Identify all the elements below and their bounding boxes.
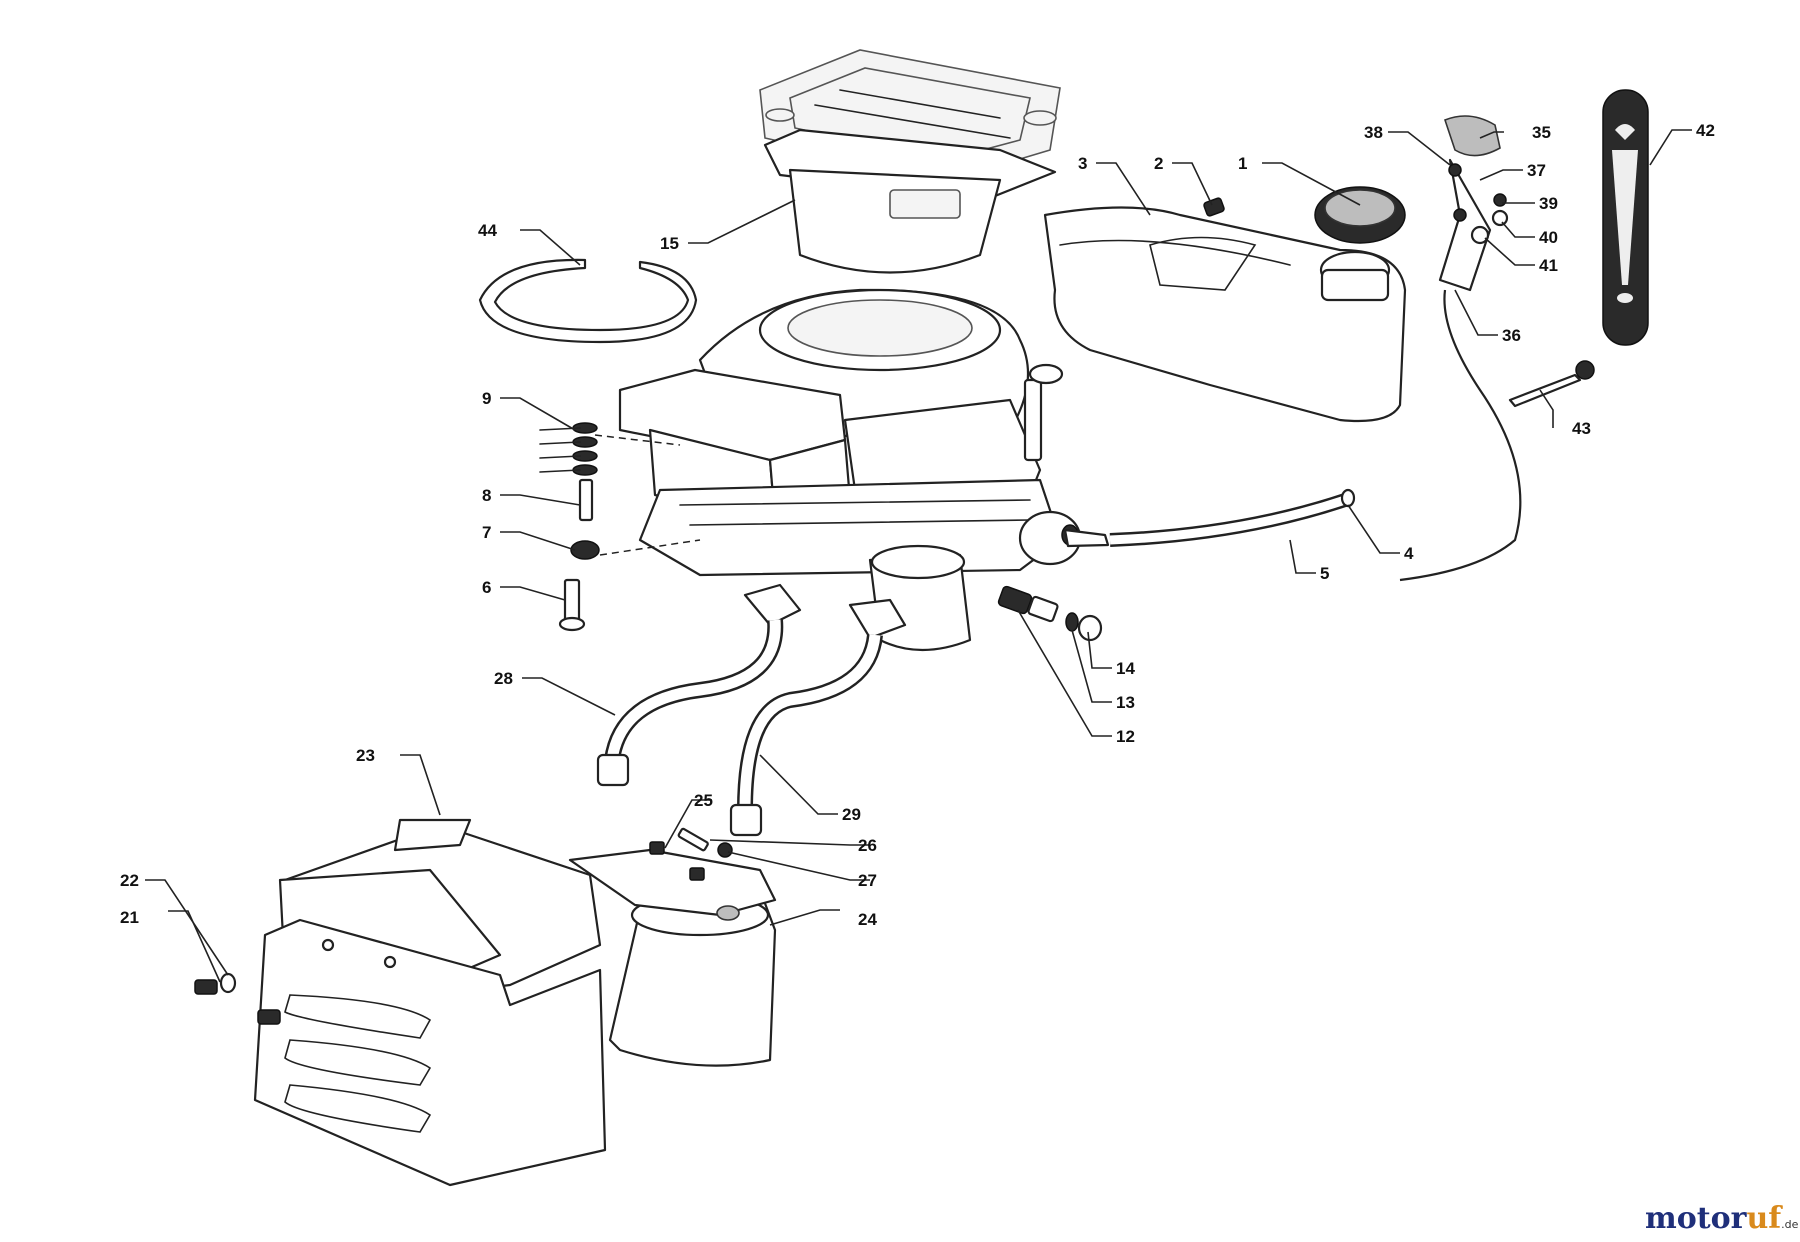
callout-12: 12 [1116, 727, 1135, 746]
exhaust-pipes [596, 619, 883, 837]
svg-text:motoruf.de: motoruf.de [1645, 1201, 1799, 1236]
callout-35: 35 [1532, 123, 1551, 142]
callout-5: 5 [1320, 564, 1329, 583]
drain-fittings [997, 585, 1103, 642]
callout-41: 41 [1539, 256, 1558, 275]
callout-8: 8 [482, 486, 491, 505]
callout-29: 29 [842, 805, 861, 824]
callout-2: 2 [1154, 154, 1163, 173]
callout-6: 6 [482, 578, 491, 597]
callout-36: 36 [1502, 326, 1521, 345]
callout-4: 4 [1404, 544, 1414, 563]
watermark-logo: motoruf.de [1645, 1201, 1799, 1236]
callout-26: 26 [858, 836, 877, 855]
callout-14: 14 [1116, 659, 1135, 678]
engine-block [618, 288, 1082, 652]
callout-7: 7 [482, 523, 491, 542]
leader-lines [145, 129, 1692, 983]
muffler [568, 827, 777, 1067]
callout-42: 42 [1696, 121, 1715, 140]
callout-15: 15 [660, 234, 679, 253]
callout-1: 1 [1238, 154, 1247, 173]
watermark-suffix: .de [1781, 1218, 1798, 1231]
fuel-hose [1063, 488, 1356, 548]
fuel-tank [1043, 186, 1407, 423]
callout-28: 28 [494, 669, 513, 688]
callout-23: 23 [356, 746, 375, 765]
throttle-assembly [1399, 115, 1522, 582]
callout-27: 27 [858, 871, 877, 890]
callout-9: 9 [482, 389, 491, 408]
watermark-brand-part2: uf [1746, 1201, 1783, 1236]
callout-43: 43 [1572, 419, 1591, 438]
foam-filter-ring [478, 258, 698, 344]
muffler-guard [194, 818, 607, 1187]
watermark-brand-part1: motor [1645, 1201, 1748, 1236]
callout-38: 38 [1364, 123, 1383, 142]
callout-24: 24 [858, 910, 877, 929]
fastener-stack [539, 422, 701, 632]
callout-37: 37 [1527, 161, 1546, 180]
throttle-decal [1602, 89, 1649, 346]
callout-3: 3 [1078, 154, 1087, 173]
callout-21: 21 [120, 908, 139, 927]
cable-clip [1508, 360, 1595, 408]
callout-40: 40 [1539, 228, 1558, 247]
callout-25: 25 [694, 791, 713, 810]
callout-44: 44 [478, 221, 497, 240]
callout-22: 22 [120, 871, 139, 890]
callout-13: 13 [1116, 693, 1135, 712]
callout-labels: 1 2 3 4 5 6 7 8 9 12 13 14 15 21 22 23 2… [120, 121, 1715, 929]
air-filter-housing [763, 128, 1057, 274]
callout-39: 39 [1539, 194, 1558, 213]
